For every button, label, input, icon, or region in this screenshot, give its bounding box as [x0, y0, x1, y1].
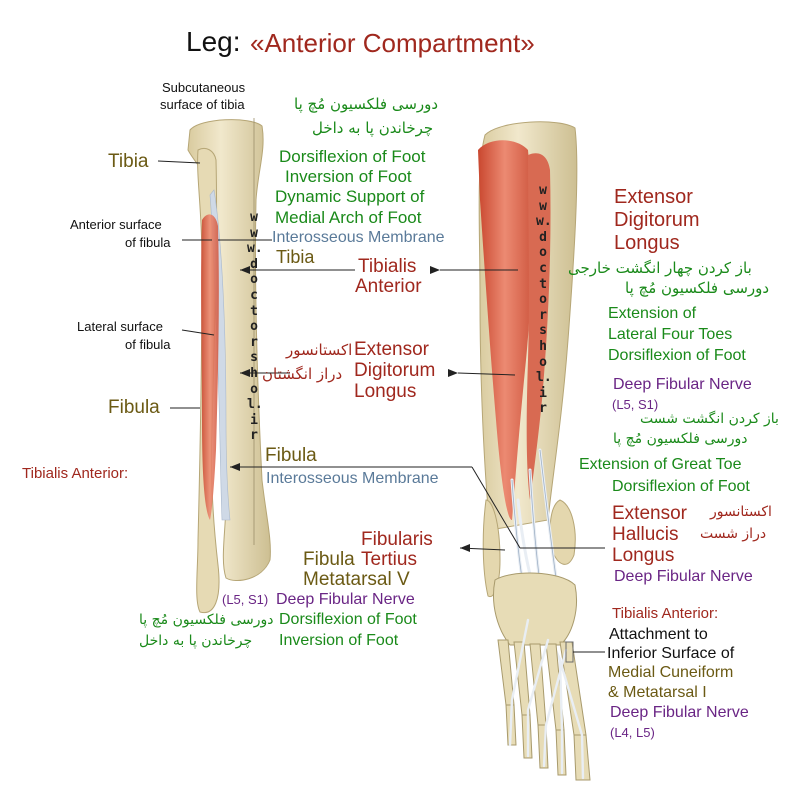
- ft-action-en-1: Dorsiflexion of Foot: [279, 611, 417, 628]
- left-muscle-strip: [201, 214, 219, 520]
- label-metatarsal-v: Metatarsal V: [303, 569, 410, 590]
- ta-attach-1: Attachment to: [609, 626, 708, 643]
- ta-action-en-2: Inversion of Foot: [285, 167, 412, 186]
- left-leg-bones: [187, 118, 271, 614]
- label-anterior-surface-2: of fibula: [125, 235, 171, 250]
- ta-bone-1: Medial Cuneiform: [608, 664, 734, 681]
- label-interosseous-2: Interosseous Membrane: [266, 470, 439, 487]
- edl-nerve: Deep Fibular Nerve: [613, 376, 752, 393]
- ft-nerve: Deep Fibular Nerve: [276, 591, 415, 608]
- watermark-left: www.doctorshol.ir: [247, 210, 263, 444]
- ta-action-fa-1: دورسی فلکسیون مُچ پا: [294, 95, 439, 113]
- ft-nerve-root: (L5, S1): [222, 592, 269, 607]
- label-lateral-surface-2: of fibula: [125, 337, 171, 352]
- label-ehl-2: Hallucis: [612, 524, 679, 545]
- edl-fa-2: دراز انگشتان: [262, 365, 343, 383]
- title-main: «Anterior Compartment»: [250, 28, 535, 58]
- edl-fa-action-1: باز کردن چهار انگشت خارجی: [568, 259, 752, 277]
- edl-action-en-3: Dorsiflexion of Foot: [608, 347, 746, 364]
- label-edl-center-3: Longus: [354, 381, 417, 402]
- ehl-action-en-2: Dorsiflexion of Foot: [612, 478, 750, 495]
- label-tibialis-anterior-note: Tibialis Anterior:: [22, 465, 129, 482]
- label-tibia: Tibia: [108, 151, 149, 172]
- right-foot-bones: [492, 572, 591, 781]
- label-lateral-surface-1: Lateral surface: [77, 319, 163, 334]
- ft-action-fa-1: دورسی فلکسیون مُچ پا: [139, 612, 274, 628]
- watermark-right: www.doctorshol.ir: [536, 183, 552, 417]
- label-anterior-surface-1: Anterior surface: [70, 217, 162, 232]
- ehl-action-en-1: Extension of Great Toe: [579, 456, 742, 473]
- ft-action-fa-2: چرخاندن پا به داخل: [139, 633, 253, 649]
- label-tibia-2: Tibia: [276, 247, 315, 267]
- ta-heading-right: Tibialis Anterior:: [612, 605, 719, 622]
- ehl-fa-name-2: دراز شست: [700, 526, 767, 542]
- ehl-nerve: Deep Fibular Nerve: [614, 568, 753, 585]
- ta-action-en-4: Medial Arch of Foot: [275, 208, 422, 227]
- edl-action-en-2: Lateral Four Toes: [608, 326, 733, 343]
- label-edl-center-2: Digitorum: [354, 360, 436, 381]
- label-fibularis-2: Tertius: [361, 549, 417, 570]
- right-edl-muscle: [526, 153, 551, 500]
- label-fibularis-1: Fibularis: [361, 529, 433, 550]
- label-ehl-3: Longus: [612, 545, 675, 566]
- title-prefix: Leg:: [186, 26, 241, 57]
- label-edl-right-2: Digitorum: [614, 209, 700, 231]
- edl-fa-action-2: دورسی فلکسیون مُچ پا: [625, 279, 770, 297]
- ehl-fa-name-1: اکستانسور: [710, 504, 772, 520]
- ta-nerve-root-right: (L4, L5): [610, 725, 655, 740]
- leader-arrowheads: [230, 266, 470, 552]
- label-subcutaneous-1: Subcutaneous: [162, 80, 246, 95]
- ta-action-en-1: Dorsiflexion of Foot: [279, 147, 426, 166]
- ehl-fa-action-2: دورسی فلکسیون مُچ پا: [613, 431, 748, 447]
- label-edl-right-1: Extensor: [614, 186, 693, 208]
- right-tibialis-anterior-muscle: [478, 140, 532, 520]
- ta-bone-2: & Metatarsal I: [608, 684, 707, 701]
- label-interosseous-1: Interosseous Membrane: [272, 229, 445, 246]
- ta-action-fa-2: چرخاندن پا به داخل: [312, 119, 434, 137]
- edl-fa-1: اکستانسور: [286, 341, 353, 359]
- ft-action-en-2: Inversion of Foot: [279, 632, 399, 649]
- label-ehl-1: Extensor: [612, 503, 687, 524]
- label-edl-center-1: Extensor: [354, 339, 429, 360]
- label-edl-right-3: Longus: [614, 232, 680, 254]
- label-tibialis-1: Tibialis: [358, 256, 417, 277]
- edl-action-en-1: Extension of: [608, 305, 697, 322]
- ta-action-en-3: Dynamic Support of: [275, 187, 425, 206]
- ehl-fa-action-1: باز کردن انگشت شست: [640, 411, 779, 427]
- label-subcutaneous-2: surface of tibia: [160, 97, 245, 112]
- edl-nerve-root: (L5, S1): [612, 397, 659, 412]
- label-fibula-2: Fibula: [265, 445, 317, 466]
- right-leg-muscles: [478, 121, 578, 662]
- ta-attach-2: Inferior Surface of: [607, 645, 735, 662]
- label-fibula-3: Fibula: [303, 549, 355, 570]
- label-tibialis-2: Anterior: [355, 276, 422, 297]
- ta-nerve-right: Deep Fibular Nerve: [610, 704, 749, 721]
- label-fibula: Fibula: [108, 397, 160, 418]
